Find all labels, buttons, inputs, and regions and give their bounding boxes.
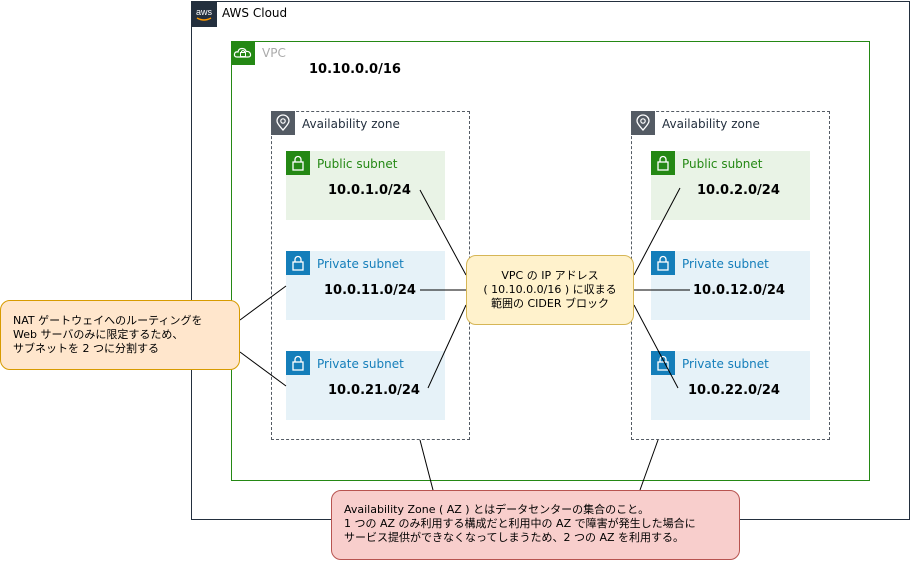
subnet-split-note: NAT ゲートウェイへのルーティングを Web サーバのみに限定するため、 サブ…	[0, 300, 240, 370]
subnet-cidr: 10.0.2.0/24	[697, 183, 780, 198]
padlock-icon	[286, 351, 310, 375]
location-pin-icon	[271, 111, 295, 135]
connector-line	[633, 304, 679, 389]
connector-line	[239, 351, 287, 387]
note-line: サービス提供ができなくなってしまうため、2 つの AZ を利用する。	[344, 531, 684, 544]
private-subnet-3	[651, 251, 810, 320]
subnet-cidr: 10.0.1.0/24	[328, 183, 411, 198]
connector-line	[639, 439, 659, 491]
public-subnet-1	[286, 151, 445, 220]
subnet-title: Private subnet	[317, 357, 404, 371]
svg-text:aws: aws	[196, 7, 213, 17]
vpc-title: VPC	[262, 46, 286, 60]
vpc-group	[231, 41, 870, 481]
padlock-icon	[286, 251, 310, 275]
connector-line	[633, 187, 681, 276]
private-subnet-4	[651, 351, 810, 420]
private-subnet-2	[286, 351, 445, 420]
connector-line	[419, 439, 434, 491]
cloud-lock-icon	[231, 41, 255, 65]
padlock-icon	[651, 151, 675, 175]
vpc-cidr: 10.10.0.0/16	[309, 62, 401, 77]
note-line: Availability Zone ( AZ ) とはデータセンターの集合のこと…	[344, 503, 650, 516]
location-pin-icon	[631, 111, 655, 135]
subnet-cidr: 10.0.22.0/24	[688, 383, 780, 398]
connector-line	[427, 304, 467, 389]
subnet-title: Public subnet	[682, 157, 763, 171]
note-line: VPC の IP アドレス	[501, 269, 599, 282]
note-line: 範囲の CIDER ブロック	[491, 297, 609, 310]
availability-zone-note: Availability Zone ( AZ ) とはデータセンターの集合のこと…	[331, 490, 740, 560]
availability-zone-title: Availability zone	[302, 117, 400, 131]
connector-line	[239, 285, 287, 321]
note-line: 1 つの AZ のみ利用する構成だと利用中の AZ で障害が発生した場合に	[344, 517, 696, 530]
subnet-cidr: 10.0.12.0/24	[693, 283, 785, 298]
subnet-title: Public subnet	[317, 157, 398, 171]
note-line: サブネットを 2 つに分割する	[13, 342, 159, 355]
padlock-icon	[651, 251, 675, 275]
subnet-title: Private subnet	[682, 357, 769, 371]
subnet-cidr: 10.0.21.0/24	[328, 383, 420, 398]
cidr-note: VPC の IP アドレス ( 10.10.0.0/16 ) に収まる 範囲の …	[466, 255, 634, 325]
availability-zone-title: Availability zone	[662, 117, 760, 131]
subnet-cidr: 10.0.11.0/24	[324, 283, 416, 298]
public-subnet-2	[651, 151, 810, 220]
padlock-icon	[286, 151, 310, 175]
aws-cloud-title: AWS Cloud	[222, 6, 288, 20]
note-line: Web サーバのみに限定するため、	[13, 328, 184, 341]
note-line: ( 10.10.0.0/16 ) に収まる	[483, 283, 617, 296]
connector-line	[419, 189, 467, 276]
aws-logo-icon: aws	[191, 1, 217, 27]
subnet-title: Private subnet	[682, 257, 769, 271]
subnet-title: Private subnet	[317, 257, 404, 271]
private-subnet-1	[286, 251, 445, 320]
padlock-icon	[651, 351, 675, 375]
note-line: NAT ゲートウェイへのルーティングを	[13, 314, 203, 327]
